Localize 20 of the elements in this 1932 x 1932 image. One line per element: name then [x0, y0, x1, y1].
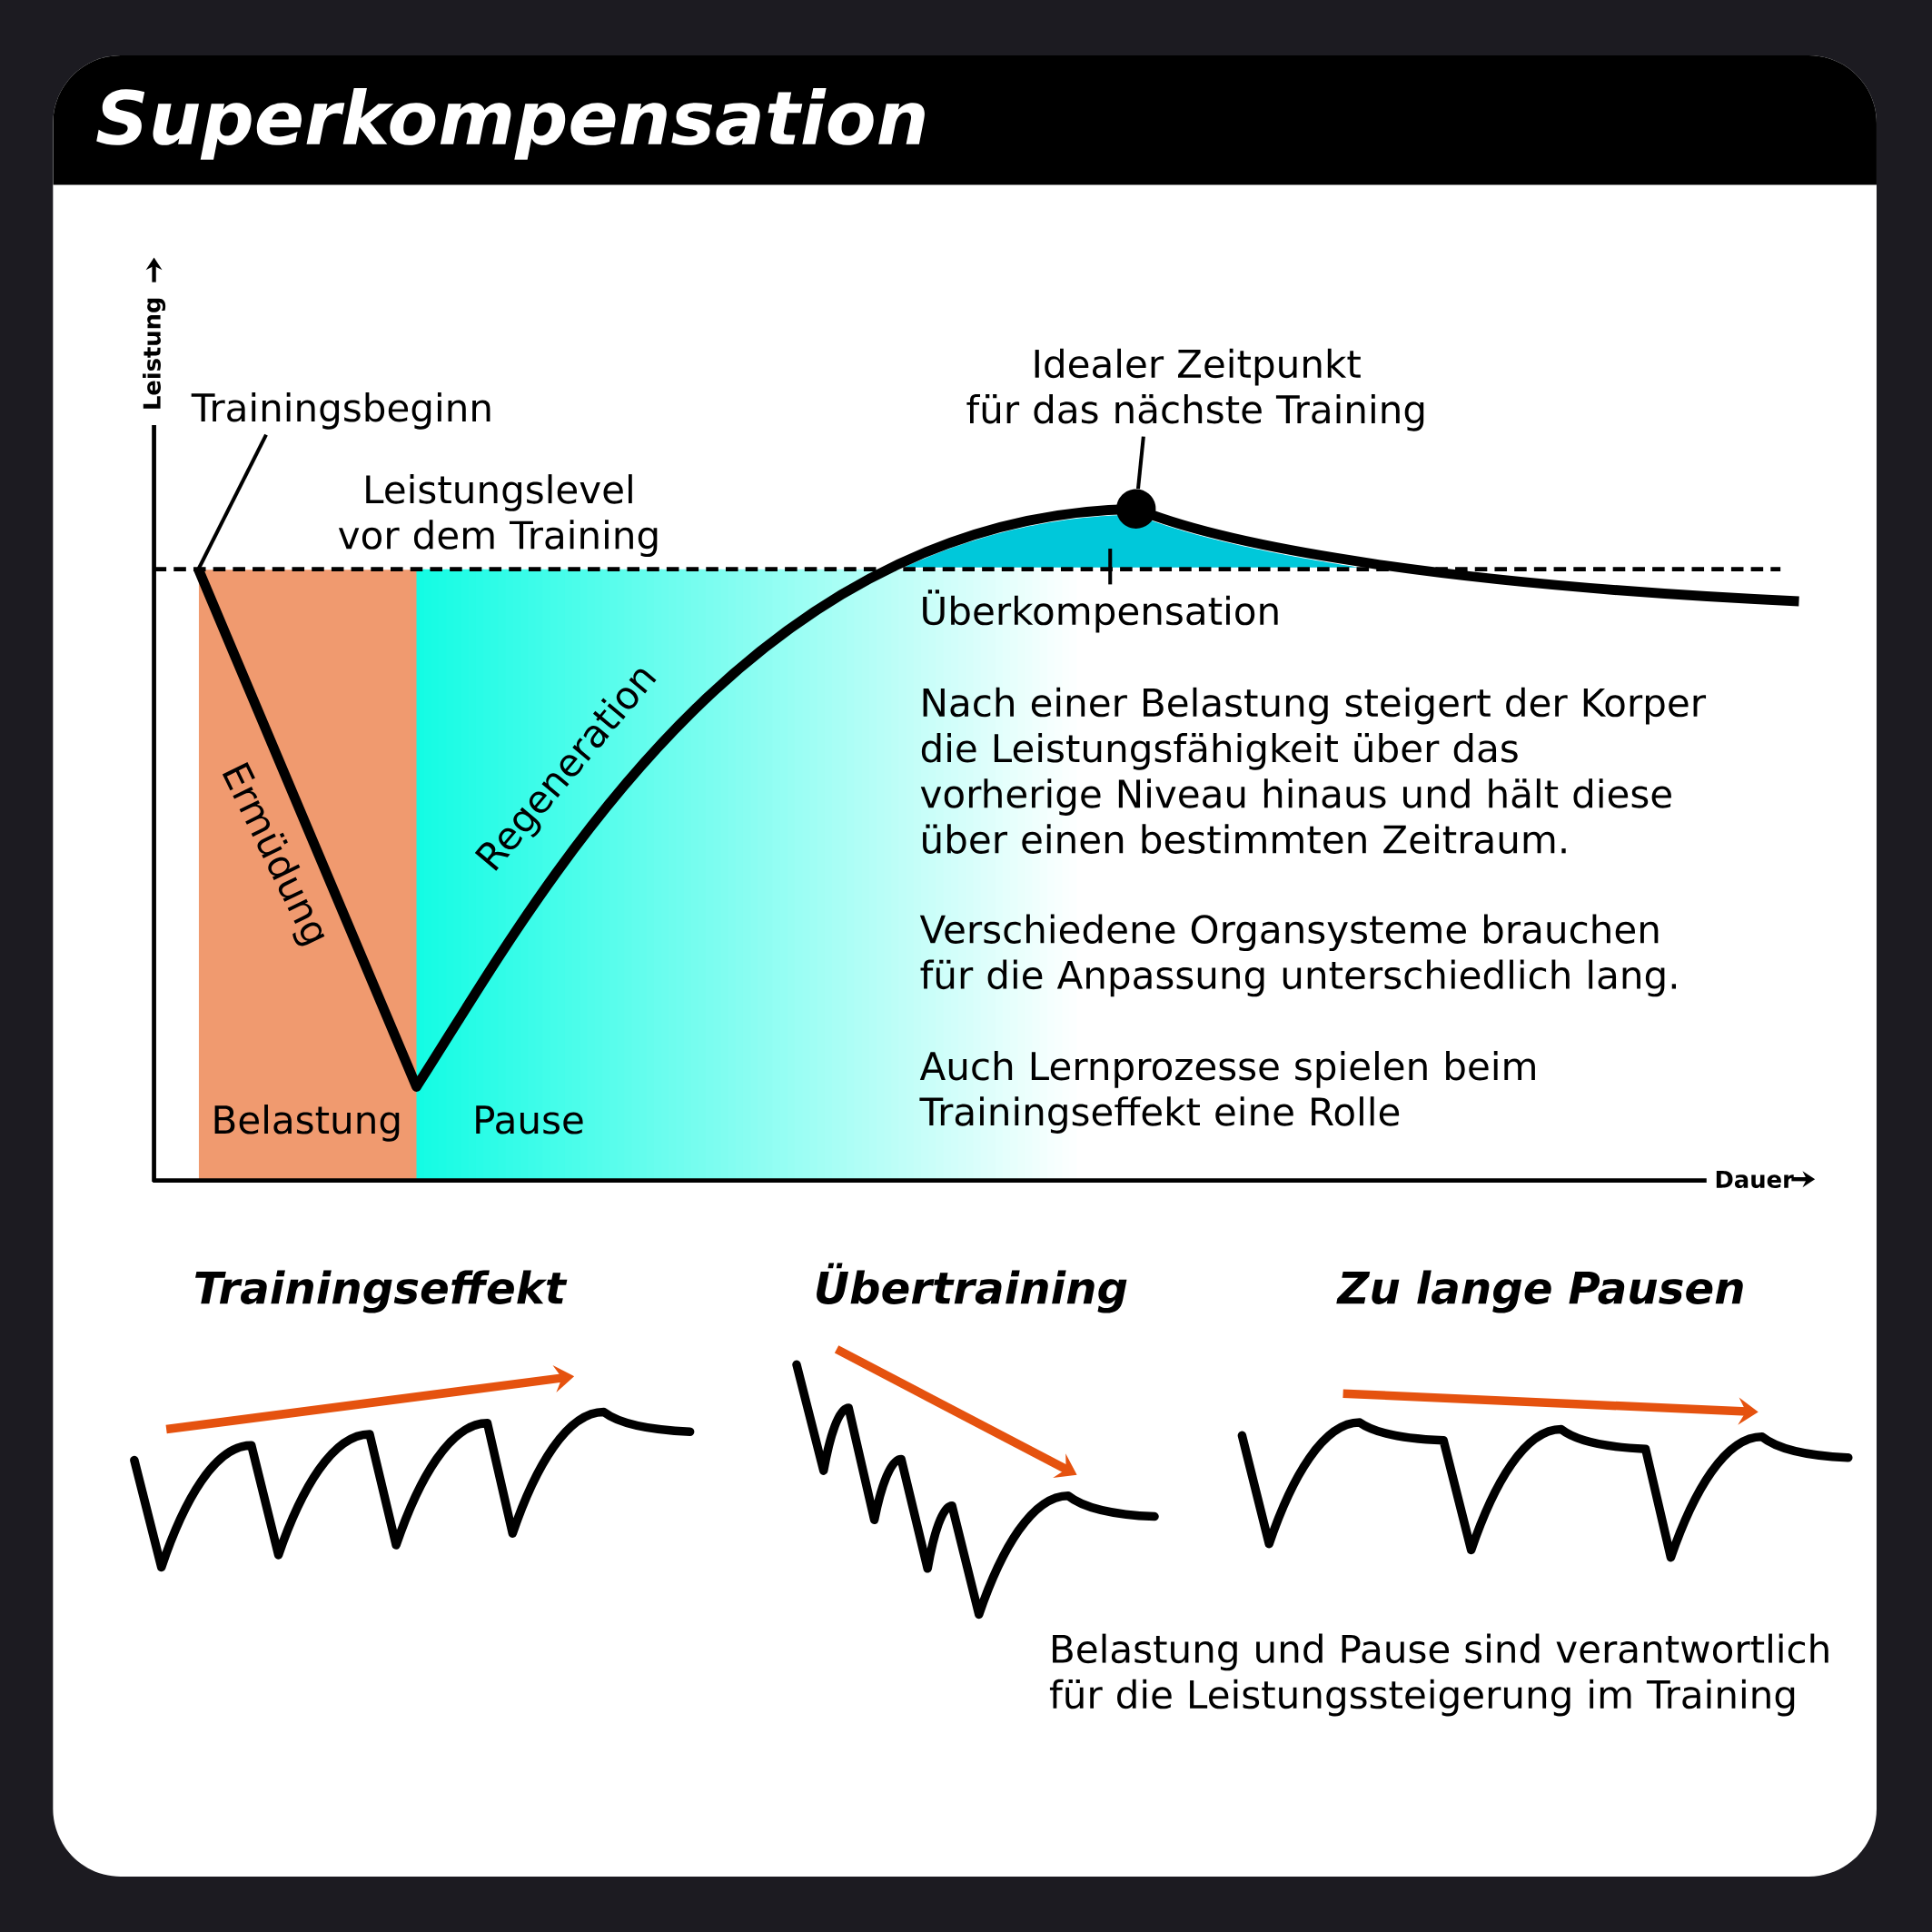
annotation: Idealer Zeitpunkt für das nächste Training — [966, 348, 1424, 431]
dot — [1116, 489, 1156, 529]
axis-label: Dauer — [1716, 1170, 1794, 1189]
title-bar: Superkompensation — [53, 55, 1877, 185]
axis-label: Leistung — [143, 298, 166, 409]
paragraph: Nach einer Belastung steigert der Korper die Leistungsfähigkeit über das vorherige Niveau hinaus und hält diese über einen bestimmten Zeitraum. — [920, 687, 1707, 854]
paragraph: Verschiedene Organsysteme brauchen für die Anpassung unterschiedlich lang. — [919, 914, 1677, 997]
annotation: Trainingsbeginn — [191, 391, 490, 430]
leader-line — [196, 433, 268, 570]
chart-title: Trainingseffekt — [195, 1270, 568, 1313]
leader-line — [1108, 549, 1113, 585]
note: Belastung und Pause sind verantwortlich für die Leistungssteigerung im Training — [1049, 1633, 1828, 1717]
chart-title: Zu lange Pausen — [1336, 1270, 1743, 1313]
node-label: Pause — [476, 1105, 583, 1134]
annotation: Überkompensation — [923, 590, 1278, 633]
chart-title: Übertraining — [817, 1263, 1127, 1313]
leader-line — [1135, 436, 1145, 490]
shaded-area — [903, 514, 1360, 568]
annotation: Leistungslevel vor dem Training — [338, 474, 658, 558]
paragraph: Auch Lernprozesse spielen beim Trainingseffekt eine Rolle — [919, 1050, 1535, 1134]
